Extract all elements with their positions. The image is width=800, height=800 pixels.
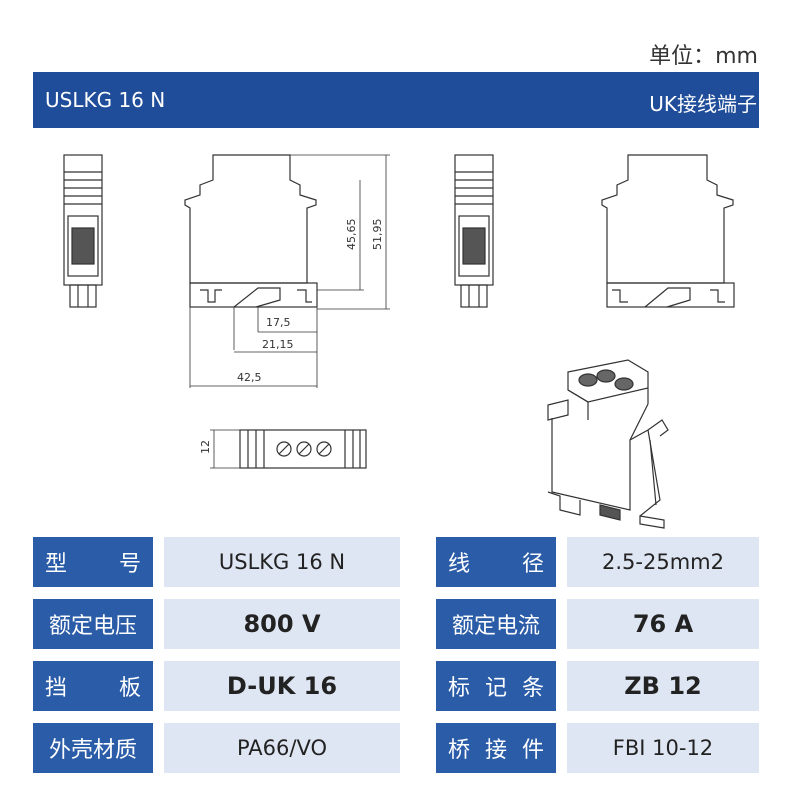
dim-42-5: 42,5 — [237, 371, 262, 384]
spec-row: 额定电压 800 V 额定电流 76 A — [33, 599, 759, 649]
title-bar: USLKG 16 N UK接线端子 — [33, 72, 759, 128]
front-view — [184, 154, 390, 388]
spec-label-text: 板 — [118, 676, 141, 701]
spec-row: 外壳材质 PA66/VO 桥接件 FBI 10-12 — [33, 723, 759, 773]
spec-value-wire: 2.5-25mm2 — [567, 537, 759, 587]
side-view-right — [454, 154, 494, 308]
spec-label-text: 标 — [448, 676, 471, 701]
spec-label-text: 接 — [484, 738, 507, 763]
spec-row: 型号 USLKG 16 N 线径 2.5-25mm2 — [33, 537, 759, 587]
spec-label-text: 挡 — [45, 676, 68, 701]
spec-label-voltage: 额定电压 — [33, 599, 153, 649]
spec-value-material: PA66/VO — [164, 723, 400, 773]
spec-label-marker: 标记条 — [436, 661, 556, 711]
spec-value-voltage: 800 V — [164, 599, 400, 649]
rear-view — [601, 154, 735, 308]
dim-45-65: 45,65 — [345, 219, 358, 251]
side-view-left — [63, 154, 103, 308]
spec-label-material: 外壳材质 — [33, 723, 153, 773]
spec-label-baffle: 挡板 — [33, 661, 153, 711]
spec-label-text: 桥 — [448, 738, 471, 763]
dim-17-5: 17,5 — [266, 316, 291, 329]
spec-label-text: 记 — [484, 676, 507, 701]
spec-value-model: USLKG 16 N — [164, 537, 400, 587]
spec-value-bridge: FBI 10-12 — [567, 723, 759, 773]
spec-row: 挡板 D-UK 16 标记条 ZB 12 — [33, 661, 759, 711]
spec-label-bridge: 桥接件 — [436, 723, 556, 773]
spec-label-text: 件 — [521, 738, 544, 763]
spec-label-current: 额定电流 — [436, 599, 556, 649]
spec-value-baffle: D-UK 16 — [164, 661, 400, 711]
spec-label-text: 条 — [521, 676, 544, 701]
spec-label-text: 线 — [448, 552, 471, 577]
isometric-view — [547, 359, 669, 529]
product-type: UK接线端子 — [649, 92, 757, 116]
spec-label-text: 径 — [521, 552, 544, 577]
spec-label-wire: 线径 — [436, 537, 556, 587]
dim-51-95: 51,95 — [371, 219, 384, 251]
spec-value-marker: ZB 12 — [567, 661, 759, 711]
spec-value-current: 76 A — [567, 599, 759, 649]
spec-label-text: 号 — [118, 552, 141, 577]
product-model: USLKG 16 N — [45, 88, 166, 112]
unit-label: 单位：mm — [649, 44, 758, 69]
spec-label-model: 型号 — [33, 537, 153, 587]
top-view — [210, 429, 367, 469]
dim-21-15: 21,15 — [262, 338, 294, 351]
spec-label-text: 型 — [45, 552, 68, 577]
dim-12: 12 — [199, 440, 212, 454]
